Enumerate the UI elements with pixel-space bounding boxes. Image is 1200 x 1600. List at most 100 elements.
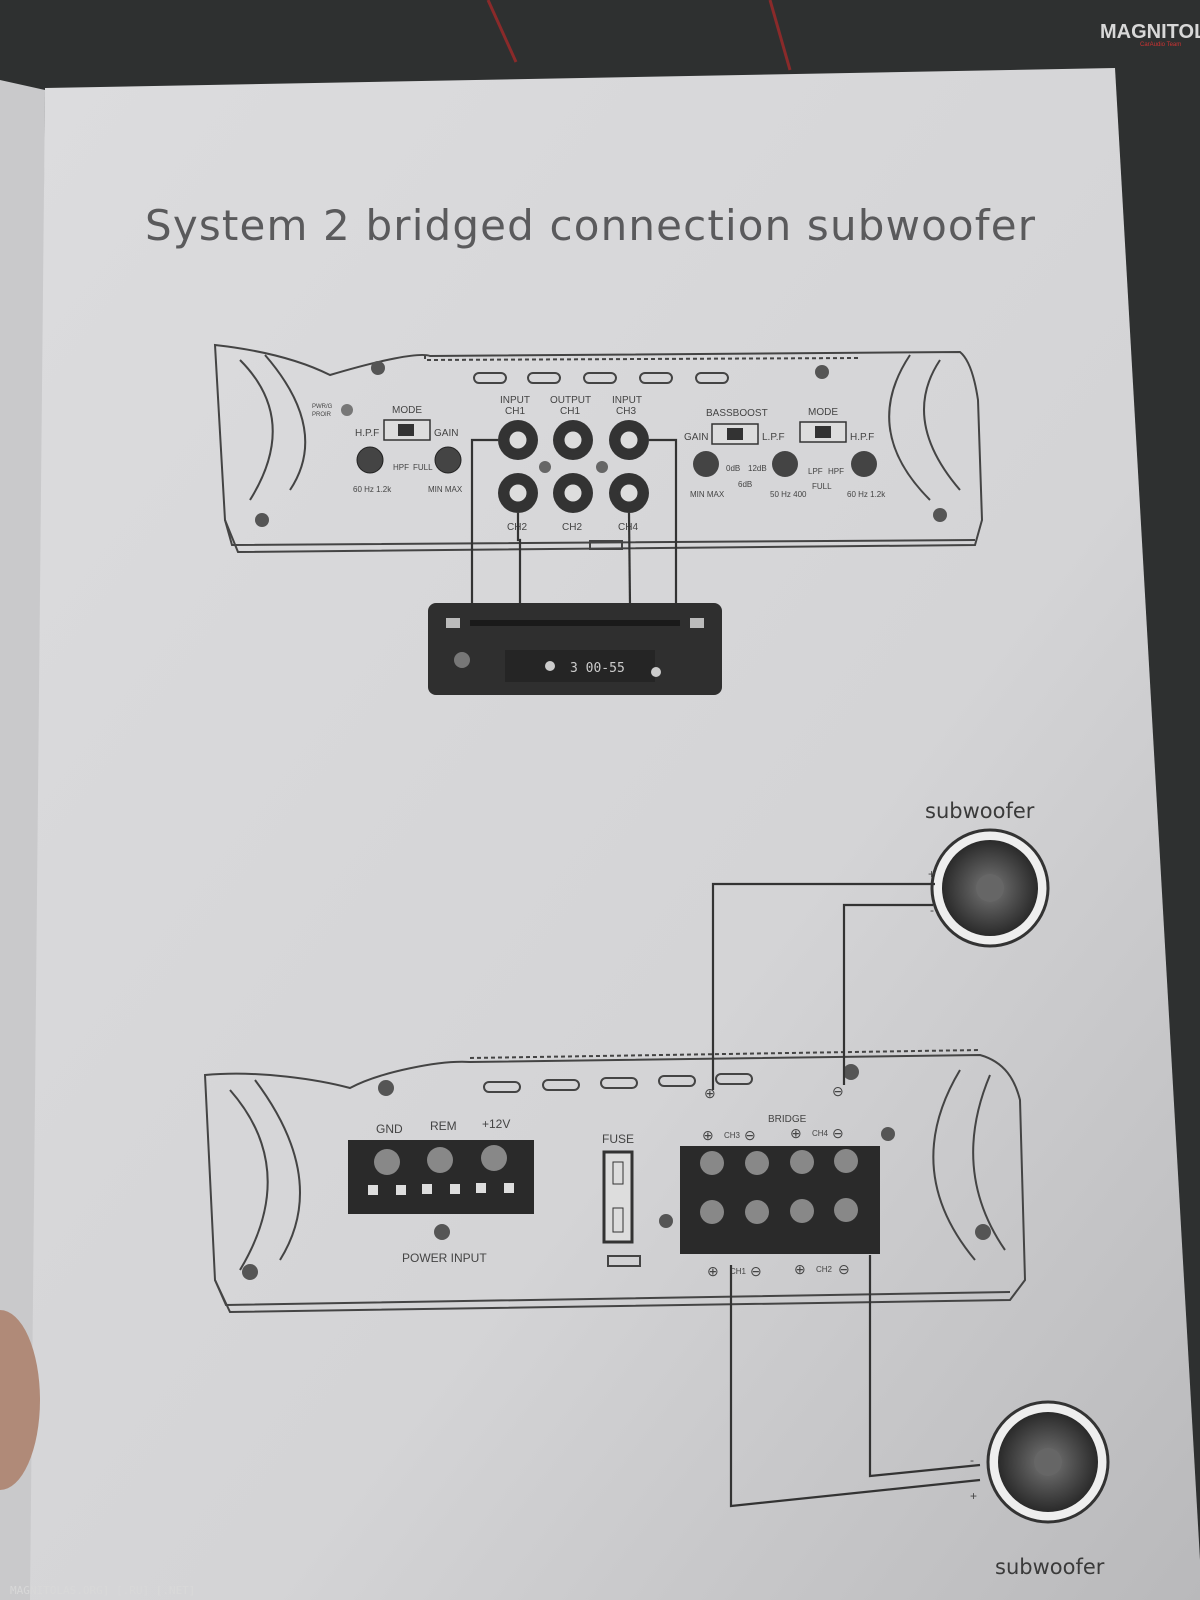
display <box>505 650 655 682</box>
rca-jacks <box>498 420 649 513</box>
hpf-label: H.P.F <box>850 432 874 443</box>
full-position-label: FULL <box>812 482 832 491</box>
mode-label: MODE <box>808 407 838 418</box>
watermark-logo-sub: CarAudio Team <box>1140 42 1181 48</box>
gain-label: GAIN <box>434 428 458 439</box>
terminal-screw[interactable] <box>834 1198 858 1222</box>
screw-icon <box>434 1224 450 1240</box>
12v-label: +12V <box>482 1117 510 1131</box>
screw-icon <box>371 361 385 375</box>
screw-icon <box>933 508 947 522</box>
left-page <box>0 80 45 1600</box>
output-ch1-label: OUTPUT <box>550 395 591 406</box>
gnd-terminal-screw[interactable] <box>374 1149 400 1175</box>
rem-terminal-screw[interactable] <box>427 1147 453 1173</box>
power-input-label: POWER INPUT <box>402 1251 487 1265</box>
terminal-screw[interactable] <box>790 1150 814 1174</box>
seat-stitch <box>486 0 518 63</box>
bassboost-12db: 12dB <box>748 464 767 473</box>
ch3-label: CH3 <box>724 1131 741 1140</box>
hpf-knob[interactable] <box>851 451 877 477</box>
lpf-knob[interactable] <box>772 451 798 477</box>
fuse-label: FUSE <box>602 1132 634 1146</box>
input-ch1-label: CH1 <box>505 406 525 417</box>
terminal-screw[interactable] <box>745 1151 769 1175</box>
gnd-label: GND <box>376 1122 403 1136</box>
screw-icon <box>659 1214 673 1228</box>
terminal-screw[interactable] <box>700 1200 724 1224</box>
lpf-position-label: LPF <box>808 467 823 476</box>
hpf-knob[interactable] <box>356 446 384 474</box>
hpf-range-label: 60 Hz 1.2k <box>353 485 392 494</box>
minus-icon: ⊖ <box>744 1127 756 1143</box>
screw-icon <box>881 1127 895 1141</box>
ch4-label: CH4 <box>812 1129 829 1138</box>
screw-icon <box>242 1264 258 1280</box>
screw-icon <box>815 365 829 379</box>
minus-icon: ⊖ <box>838 1261 850 1277</box>
release-button[interactable] <box>446 618 460 628</box>
seat-stitch <box>768 0 792 71</box>
gain-knob[interactable] <box>434 446 462 474</box>
input-ch3-label: INPUT <box>612 395 642 406</box>
bridge-minus-icon: ⊖ <box>832 1083 844 1099</box>
speaker-terminal-block <box>680 1146 880 1254</box>
volume-knob[interactable] <box>454 652 470 668</box>
hpf-position-label: HPF <box>828 467 844 476</box>
rca-cables <box>470 438 678 606</box>
subwoofer-label: subwoofer <box>995 1555 1105 1579</box>
fuse-slot <box>589 540 623 550</box>
lpf-range-label: 50 Hz 400 <box>770 490 807 499</box>
display-time: 3 00-55 <box>570 661 625 676</box>
rem-label: REM <box>430 1119 457 1133</box>
gain-range-label: MIN MAX <box>428 485 463 494</box>
input-ch3-label: CH3 <box>616 406 636 417</box>
power-terminal-block <box>348 1140 534 1214</box>
page-title: System 2 bridged connection subwoofer <box>145 201 1036 250</box>
watermark-logo: MAGNITOLA <box>1100 21 1200 43</box>
aux-jack-icon <box>651 667 661 677</box>
minus-terminal-label: - <box>970 1453 974 1467</box>
speaker-wires <box>711 882 981 1508</box>
plus-icon: ⊕ <box>702 1127 714 1143</box>
screw-icon <box>975 1224 991 1240</box>
watermark-footer: MAGNITOLAS.ORG] [.RU] [.NET] <box>10 1584 195 1597</box>
screw-icon <box>378 1080 394 1096</box>
plus-terminal-label: + <box>928 867 935 881</box>
bassboost-0db: 0dB <box>726 464 740 473</box>
subwoofer-label: subwoofer <box>925 799 1035 823</box>
terminal-screw[interactable] <box>745 1200 769 1224</box>
full-position-label: FULL <box>413 463 433 472</box>
screw-icon <box>843 1064 859 1080</box>
12v-terminal-screw[interactable] <box>481 1145 507 1171</box>
prot-label: PROIR <box>312 412 332 418</box>
head-unit: 3 00-55 <box>428 603 722 695</box>
thumb <box>0 1310 40 1490</box>
gain-knob[interactable] <box>693 451 719 477</box>
lpf-label: L.P.F <box>762 432 785 443</box>
ch2-output-label: CH2 <box>562 522 582 533</box>
subwoofer-top: subwoofer + - <box>925 799 1050 948</box>
power-led-icon <box>341 404 353 416</box>
plus-terminal-label: + <box>970 1489 977 1503</box>
output-ch1-label: CH1 <box>560 406 580 417</box>
vent-slots <box>483 1073 753 1093</box>
input-ch1-label: INPUT <box>500 395 530 406</box>
paper-sheet <box>30 68 1200 1600</box>
minus-terminal-label: - <box>930 903 934 917</box>
eject-button[interactable] <box>690 618 704 628</box>
plus-icon: ⊕ <box>707 1263 719 1279</box>
hpf-range-label: 60 Hz 1.2k <box>847 490 886 499</box>
terminal-screw[interactable] <box>834 1149 858 1173</box>
terminal-screw[interactable] <box>700 1151 724 1175</box>
minus-icon: ⊖ <box>750 1263 762 1279</box>
button-icon <box>545 661 555 671</box>
ch2-label: CH2 <box>816 1265 833 1274</box>
vent-slots <box>473 372 729 384</box>
hpf-label: H.P.F <box>355 428 379 439</box>
pwr-label: PWR/G <box>312 404 333 410</box>
gain-label: GAIN <box>684 432 708 443</box>
bassboost-label: BASSBOOST <box>706 408 768 419</box>
terminal-screw[interactable] <box>790 1199 814 1223</box>
